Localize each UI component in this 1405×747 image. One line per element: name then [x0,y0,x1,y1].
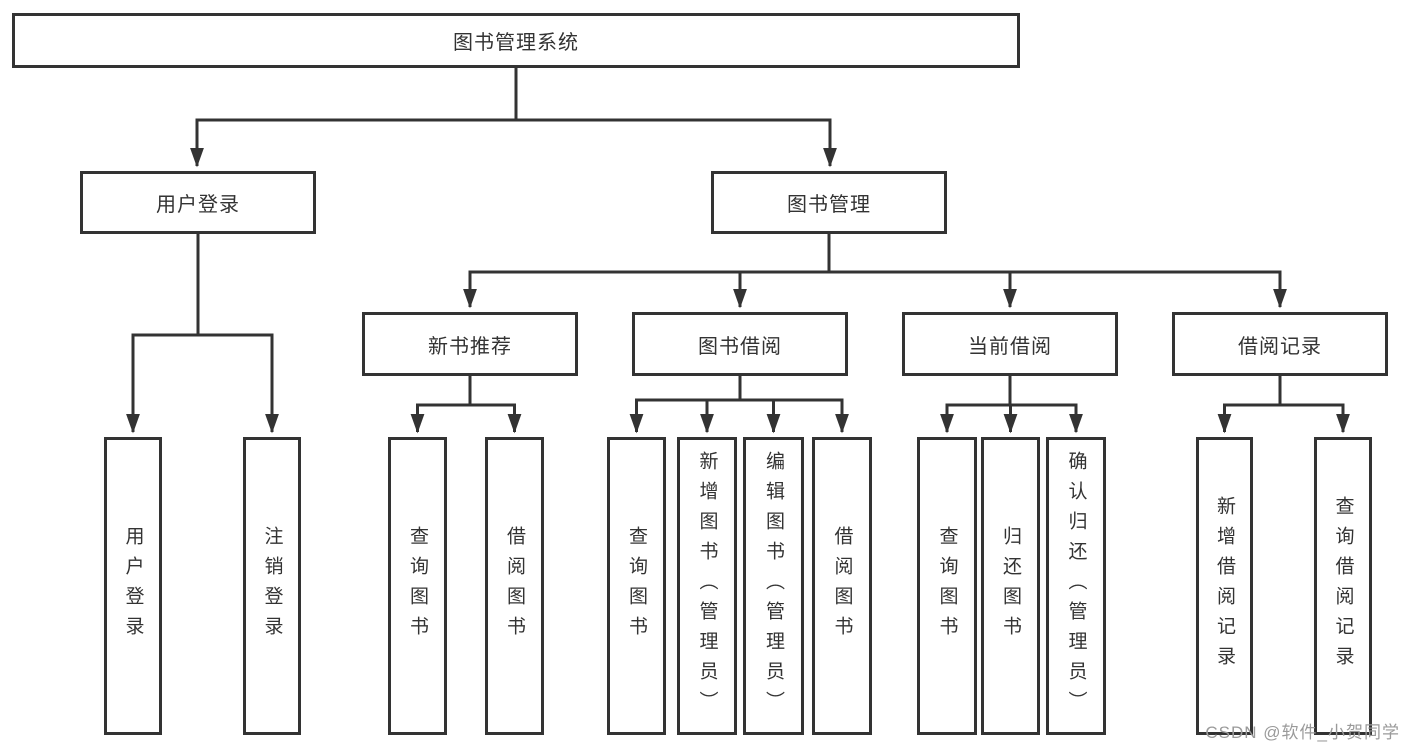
csdn-watermark: CSDN @软件_小贺同学 [1205,723,1400,742]
leaf-confirm-return-admin: 确认归还（管理员） [1046,437,1106,735]
leaf-logout-login-label: 注销登录 [261,526,283,646]
leaf-user-login: 用户登录 [104,437,162,735]
node-borrow-record-label: 借阅记录 [1238,335,1322,358]
node-book-management: 图书管理 [711,171,947,234]
connector-new-book-rec [410,376,522,434]
leaf-borrow-books-rec: 借阅图书 [485,437,544,735]
leaf-edit-books-admin: 编辑图书（管理员） [743,437,804,735]
leaf-return-books-label: 归还图书 [1000,526,1021,646]
node-current-borrow: 当前借阅 [902,312,1118,376]
leaf-query-books-borrow: 查询图书 [607,437,666,735]
node-book-borrow: 图书借阅 [632,312,848,376]
leaf-add-borrow-record-label: 新增借阅记录 [1214,496,1235,676]
leaf-add-books-admin: 新增图书（管理员） [677,437,737,735]
connector-book-borrow [629,376,849,434]
leaf-user-login-label: 用户登录 [122,526,144,646]
connector-root-to-level2 [190,68,837,168]
leaf-return-books: 归还图书 [981,437,1040,735]
connector-book-management [463,234,1287,309]
leaf-query-borrow-record-label: 查询借阅记录 [1332,496,1354,676]
leaf-confirm-return-admin-label: 确认归还（管理员） [1065,451,1087,721]
node-book-borrow-label: 图书借阅 [698,335,782,358]
node-book-management-label: 图书管理 [787,194,871,216]
node-new-book-rec-label: 新书推荐 [428,335,512,358]
node-root-system-label: 图书管理系统 [453,32,579,54]
leaf-edit-books-admin-label: 编辑图书（管理员） [763,451,784,721]
leaf-query-books-current: 查询图书 [917,437,977,735]
leaf-add-books-admin-label: 新增图书（管理员） [696,451,718,721]
connector-current-borrow [940,376,1083,434]
node-current-borrow-label: 当前借阅 [968,335,1052,358]
leaf-logout-login: 注销登录 [243,437,301,735]
leaf-add-borrow-record: 新增借阅记录 [1196,437,1253,735]
node-root-system: 图书管理系统 [12,13,1020,68]
leaf-query-borrow-record: 查询借阅记录 [1314,437,1372,735]
leaf-query-books-borrow-label: 查询图书 [626,526,647,646]
leaf-borrow-books-label: 借阅图书 [831,526,853,646]
leaf-query-books-current-label: 查询图书 [936,526,958,646]
leaf-query-books-rec: 查询图书 [388,437,447,735]
connector-borrow-record [1217,376,1350,434]
node-new-book-rec: 新书推荐 [362,312,578,376]
node-borrow-record: 借阅记录 [1172,312,1388,376]
leaf-query-books-rec-label: 查询图书 [407,526,428,646]
leaf-borrow-books: 借阅图书 [812,437,872,735]
node-user-login-label: 用户登录 [156,194,240,216]
node-user-login: 用户登录 [80,171,316,234]
leaf-borrow-books-rec-label: 借阅图书 [504,526,525,646]
connector-user-login [126,234,279,434]
